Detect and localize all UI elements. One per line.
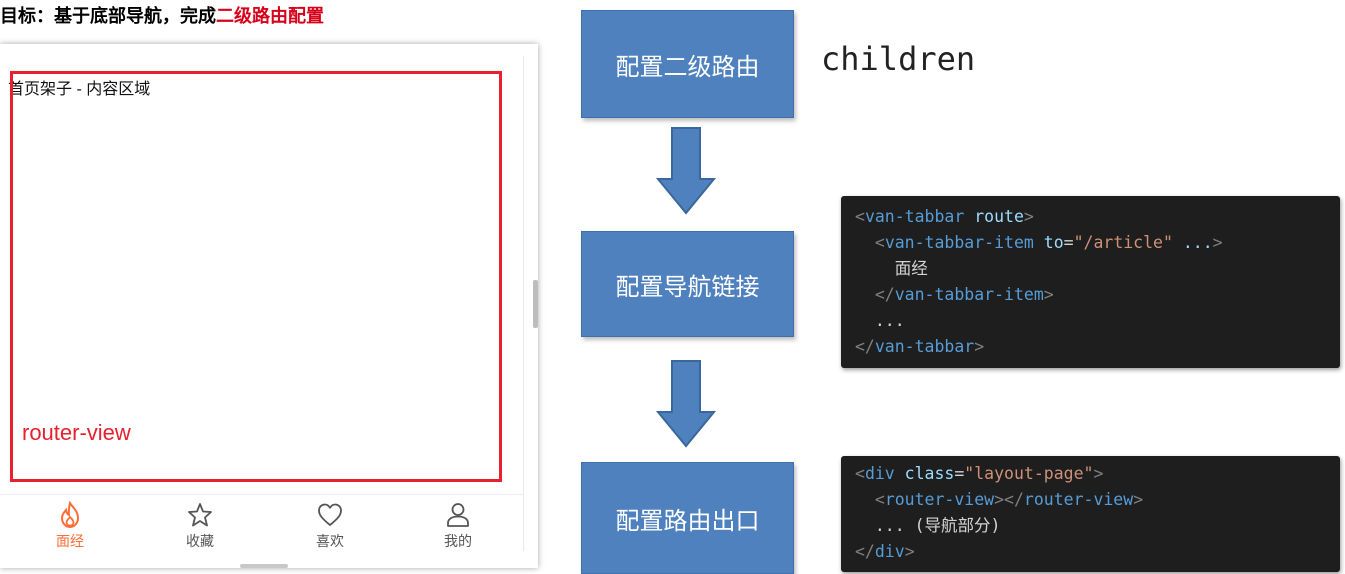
tab-mianjing[interactable]: 面经 [30, 501, 110, 557]
fire-icon [60, 501, 80, 529]
code-line: ... (导航部分) [874, 516, 1001, 535]
phone-mockup: 首页架子 - 内容区域 router-view 面经 收藏 [0, 44, 538, 568]
code-line: <div class="layout-page"> [855, 464, 1104, 483]
heart-icon [318, 503, 342, 526]
heading-prefix: 目标：基于底部导航，完成 [0, 6, 216, 27]
phone-screen: 首页架子 - 内容区域 router-view 面经 收藏 [0, 56, 524, 559]
code-block-tabbar: <van-tabbar route> <van-tabbar-item to="… [841, 196, 1340, 368]
tab-label: 喜欢 [316, 533, 344, 549]
code-line: </van-tabbar-item> [874, 285, 1054, 304]
bottom-tabbar: 面经 收藏 喜欢 我的 [0, 494, 523, 559]
down-arrow-icon [656, 127, 716, 215]
star-icon [188, 503, 212, 527]
code-line: ... [874, 311, 905, 330]
code-line: <router-view></router-view> [874, 490, 1144, 509]
children-label: children [821, 40, 976, 78]
heading-highlight: 二级路由配置 [216, 6, 324, 27]
down-arrow-icon [656, 360, 716, 448]
tab-wode[interactable]: 我的 [418, 501, 498, 557]
phone-side-scroll-handle[interactable] [533, 280, 538, 328]
flow-step-configure-nav-links: 配置导航链接 [581, 231, 794, 337]
code-line: </div> [855, 542, 915, 561]
flow-step-configure-route-outlet: 配置路由出口 [581, 462, 794, 574]
code-block-layout-page: <div class="layout-page"> <router-view><… [841, 456, 1340, 572]
router-view-outline [10, 71, 502, 482]
tab-label: 我的 [444, 533, 472, 549]
code-line: </van-tabbar> [855, 337, 985, 356]
tab-label: 面经 [56, 533, 84, 549]
content-area-title: 首页架子 - 内容区域 [8, 81, 151, 98]
code-line: <van-tabbar-item to="/article" ...> [874, 233, 1223, 252]
code-line: 面经 [894, 259, 928, 278]
phone-bottom-resize-handle[interactable] [240, 564, 288, 568]
user-icon [447, 503, 469, 527]
tab-label: 收藏 [186, 533, 214, 549]
flow-step-configure-child-routes: 配置二级路由 [581, 10, 794, 118]
code-line: <van-tabbar route> [855, 207, 1034, 226]
tab-xihuan[interactable]: 喜欢 [290, 501, 370, 557]
router-view-label: router-view [22, 420, 131, 445]
tab-shoucang[interactable]: 收藏 [160, 501, 240, 557]
page-heading: 目标：基于底部导航，完成二级路由配置 [0, 2, 324, 28]
